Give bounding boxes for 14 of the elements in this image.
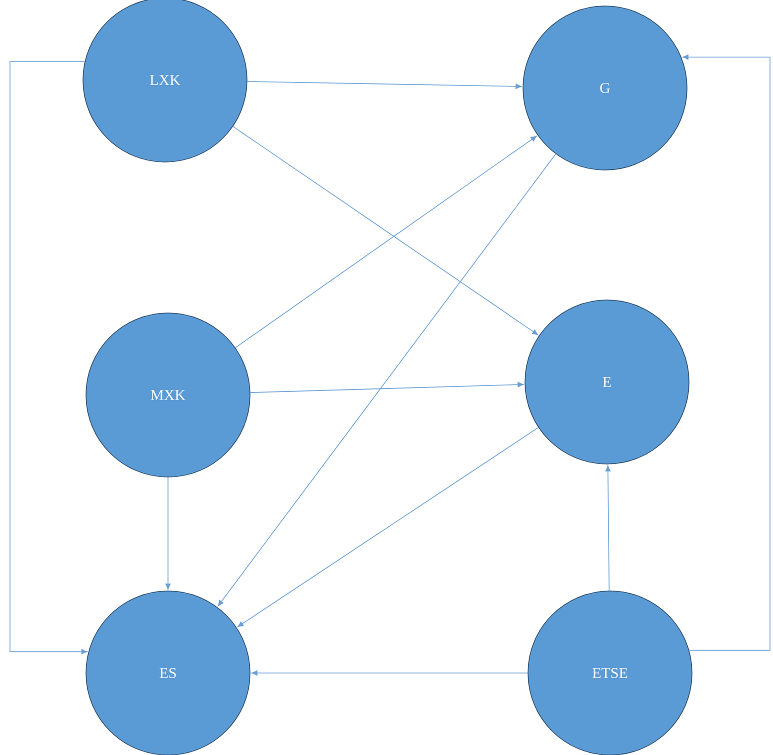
circle-node: ES	[86, 590, 250, 755]
arrow	[682, 54, 770, 651]
arrow	[238, 427, 539, 628]
circle-node: MXK	[86, 312, 250, 478]
circle-node: G	[522, 6, 688, 170]
arrow	[605, 465, 611, 592]
arrow	[165, 477, 171, 590]
arrow	[10, 61, 88, 654]
arrow	[250, 382, 524, 393]
arrow	[218, 154, 556, 606]
arrow	[246, 81, 522, 90]
arrow	[251, 670, 528, 676]
circle-node: E	[524, 300, 690, 464]
circle-node: ETSE	[528, 590, 692, 755]
